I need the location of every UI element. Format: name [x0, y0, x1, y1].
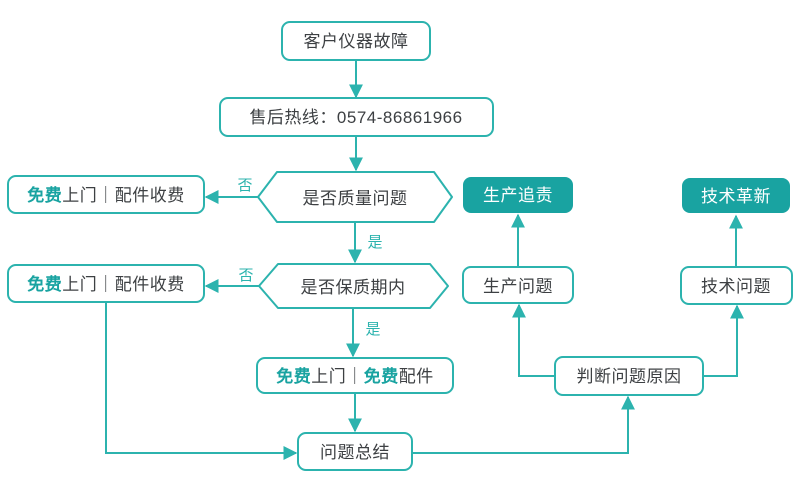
- node-free-visit-free-parts-label: 免费上门｜免费配件: [276, 366, 434, 386]
- node-start-label: 客户仪器故障: [304, 32, 409, 51]
- connector-summary-to-judge: [412, 395, 635, 454]
- free-highlight: 免费: [276, 366, 311, 386]
- node-free-visit-paid-parts-2-label: 免费上门｜配件收费: [27, 274, 185, 294]
- node-free-visit-paid-parts-2-box: [7, 264, 205, 303]
- node-production-accountability-label: 生产追责: [483, 186, 553, 205]
- node-production-issue: 生产问题: [462, 266, 574, 304]
- node-summary-box: [297, 432, 413, 471]
- paid-parts-text: 上门｜配件收费: [62, 275, 185, 294]
- visit-text: 上门｜: [311, 367, 364, 386]
- free-highlight: 免费: [364, 366, 399, 386]
- node-start: 客户仪器故障: [281, 21, 431, 61]
- node-judge-cause-box: [554, 356, 704, 396]
- connector-judge-to-tech-issue: [703, 304, 744, 377]
- paid-parts-text: 上门｜配件收费: [62, 186, 185, 205]
- edge-label-yes-warranty: 是: [365, 321, 380, 338]
- node-production-accountability-box: [463, 177, 573, 213]
- node-tech-innovation: 技术革新: [682, 178, 790, 213]
- node-free-visit-free-parts-box: [256, 357, 454, 394]
- node-hotline-box: [219, 97, 494, 137]
- node-summary: 问题总结: [297, 432, 413, 471]
- node-free-visit-paid-parts-1: 免费上门｜配件收费: [7, 175, 205, 214]
- free-highlight: 免费: [27, 185, 62, 205]
- node-tech-issue-box: [680, 266, 793, 305]
- edge-labels: 否 是 否 是: [237, 177, 382, 338]
- node-free-visit-free-parts: 免费上门｜免费配件: [256, 357, 454, 394]
- node-start-box: [281, 21, 431, 61]
- node-decision-warranty: 是否保质期内: [258, 263, 449, 309]
- node-hotline-label: 售后热线：0574-86861966: [249, 108, 462, 127]
- node-summary-label: 问题总结: [320, 443, 390, 462]
- node-free-visit-paid-parts-2: 免费上门｜配件收费: [7, 264, 205, 303]
- node-tech-issue-label: 技术问题: [701, 277, 771, 296]
- node-decision-quality-shape: [257, 171, 453, 223]
- connectors: [105, 60, 744, 460]
- node-decision-warranty-shape: [258, 263, 449, 309]
- node-free-visit-paid-parts-1-label: 免费上门｜配件收费: [27, 185, 185, 205]
- edge-label-no-quality: 否: [237, 177, 252, 194]
- node-judge-cause: 判断问题原因: [554, 356, 704, 396]
- node-tech-innovation-box: [682, 178, 790, 213]
- edge-label-no-warranty: 否: [238, 267, 253, 284]
- connector-judge-to-production-issue: [512, 303, 555, 377]
- node-production-issue-box: [462, 266, 574, 304]
- node-decision-warranty-label: 是否保质期内: [301, 278, 406, 297]
- node-production-accountability: 生产追责: [463, 177, 573, 213]
- connector-paidparts-to-summary: [105, 302, 298, 460]
- edge-label-yes-quality: 是: [367, 234, 382, 251]
- node-tech-innovation-label: 技术革新: [701, 187, 771, 206]
- node-free-visit-paid-parts-1-box: [7, 175, 205, 214]
- node-decision-quality: 是否质量问题: [257, 171, 453, 223]
- node-decision-quality-label: 是否质量问题: [303, 189, 408, 208]
- node-judge-cause-label: 判断问题原因: [577, 367, 682, 386]
- parts-text: 配件: [399, 367, 434, 386]
- node-tech-issue: 技术问题: [680, 266, 793, 305]
- node-production-issue-label: 生产问题: [483, 277, 553, 296]
- node-hotline: 售后热线：0574-86861966: [219, 97, 494, 137]
- free-highlight: 免费: [27, 274, 62, 294]
